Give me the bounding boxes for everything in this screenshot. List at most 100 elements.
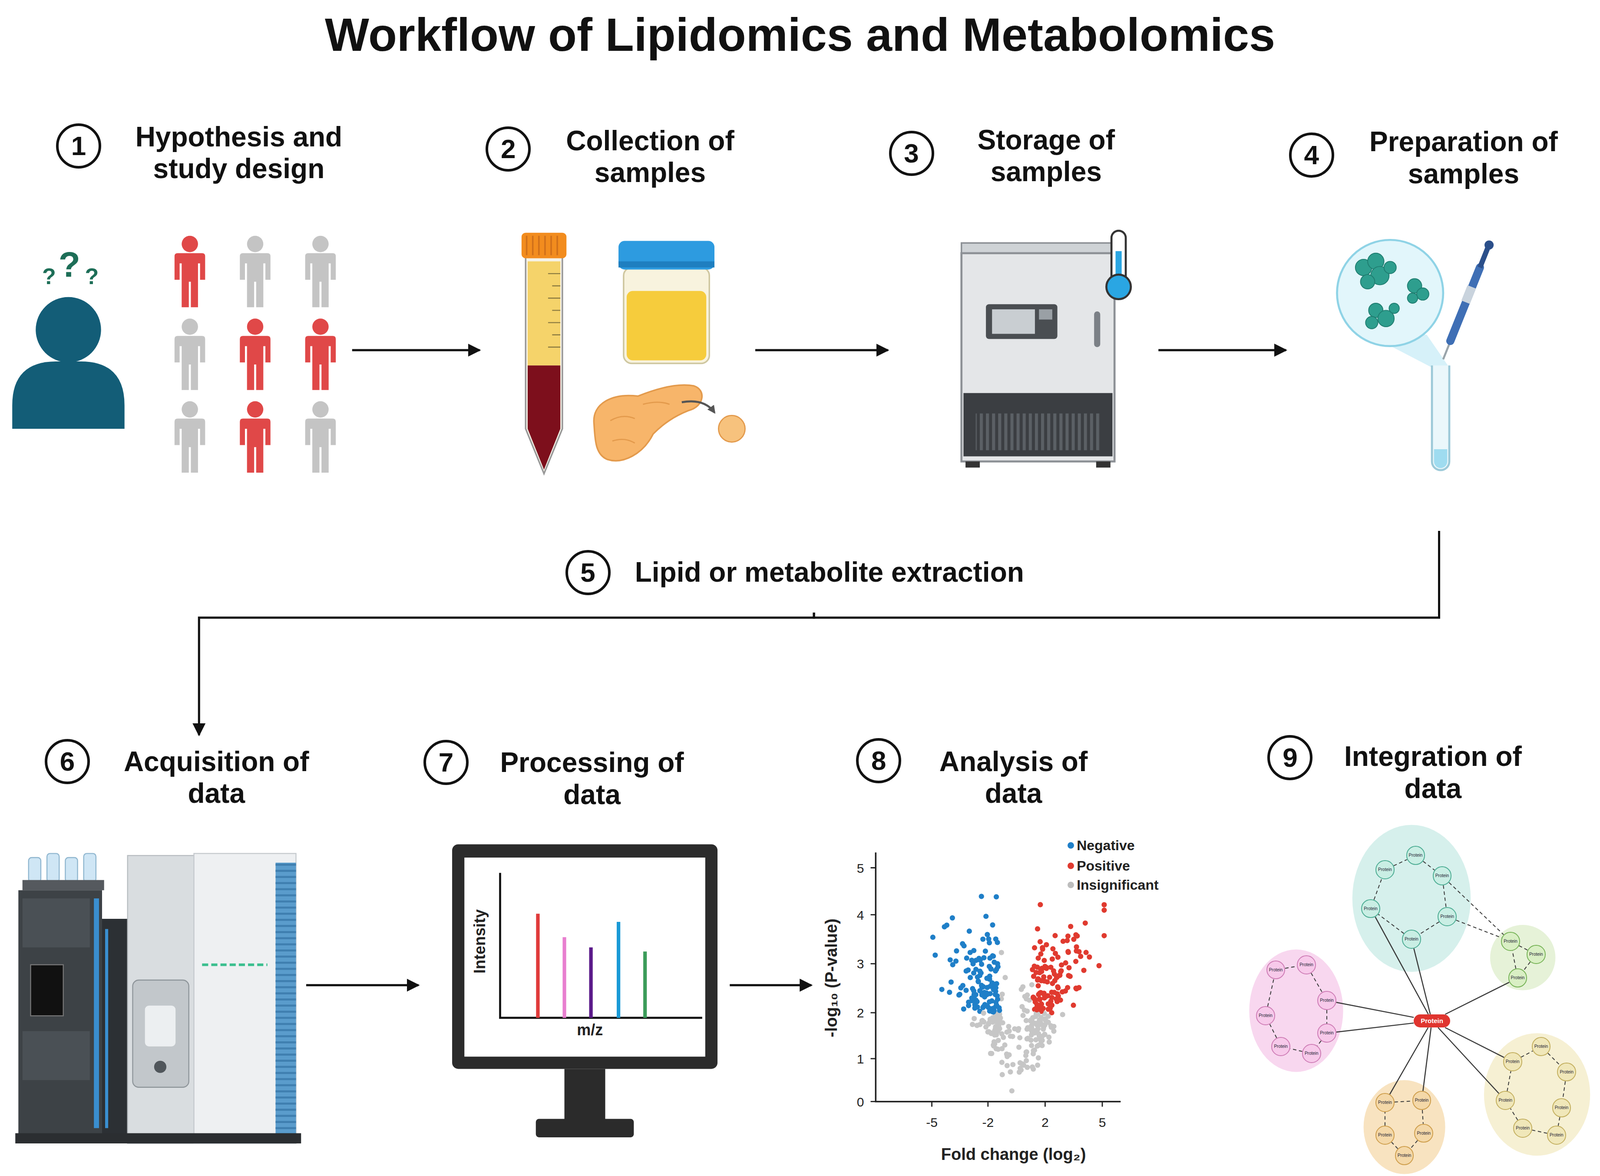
volcano-dot xyxy=(980,983,986,989)
researcher-icon xyxy=(12,361,125,429)
step-number: 4 xyxy=(1304,141,1320,169)
pancreas-tissue xyxy=(593,384,702,461)
volcano-dot xyxy=(930,934,936,940)
flow-arrow xyxy=(306,983,419,986)
protein-node: Protein xyxy=(1547,1125,1567,1145)
axis-label: -log₁₀ (P-value) xyxy=(822,918,841,1038)
network-cluster xyxy=(1352,824,1472,972)
volcano-dot xyxy=(982,948,989,954)
connectors xyxy=(198,350,1566,1149)
network-link xyxy=(1269,1024,1277,1038)
volcano-dot xyxy=(1034,1062,1041,1068)
volcano-dot xyxy=(1040,1026,1046,1032)
volcano-dot xyxy=(990,953,996,959)
volcano-dot xyxy=(1063,959,1069,966)
lc-ms-instrument xyxy=(28,857,41,882)
volcano-dot xyxy=(1101,907,1107,913)
volcano-dot xyxy=(989,998,995,1004)
volcano-dot xyxy=(967,949,973,955)
protein-label: Protein xyxy=(1435,873,1450,878)
volcano-dot xyxy=(1023,1049,1029,1055)
network-link xyxy=(1410,1140,1418,1149)
protein-label: Protein xyxy=(1559,1069,1574,1075)
volcano-dot xyxy=(1041,995,1048,1001)
pancreas-tissue xyxy=(718,415,745,442)
legend-row: Positive xyxy=(1067,857,1131,874)
volcano-dot xyxy=(1051,1028,1057,1034)
network-link xyxy=(1290,1048,1303,1052)
study-cohort xyxy=(239,401,271,473)
volcano-dot xyxy=(1083,949,1089,955)
sample-preparation xyxy=(1336,239,1494,470)
volcano-dot xyxy=(1051,1023,1057,1029)
volcano-dot xyxy=(992,991,998,997)
network-link xyxy=(1518,945,1528,950)
step-label: Integration of data xyxy=(1328,740,1538,805)
step-number: 1 xyxy=(71,132,86,160)
tick-label: 4 xyxy=(856,907,865,922)
volcano-dot xyxy=(1025,1035,1031,1041)
network-link xyxy=(1423,861,1435,870)
sample-preparation xyxy=(1479,247,1488,268)
volcano-dot xyxy=(1077,953,1084,959)
volcano-dot xyxy=(941,923,947,929)
step-node: 7Processing of data xyxy=(418,734,731,1149)
volcano-dot xyxy=(1034,977,1041,983)
volcano-dot xyxy=(1054,974,1060,980)
volcano-dot xyxy=(969,1021,976,1027)
urine-jar xyxy=(618,241,715,270)
hub-protein-node: Protein xyxy=(1413,1014,1451,1028)
blood-tube xyxy=(525,257,563,474)
lc-ms-instrument xyxy=(275,862,297,1139)
volcano-dot xyxy=(1035,955,1041,961)
protein-node: Protein xyxy=(1437,906,1457,926)
tick-label: 5 xyxy=(1098,1114,1107,1129)
freezer xyxy=(1096,461,1111,468)
volcano-dot xyxy=(995,1046,1001,1052)
volcano-dot xyxy=(1071,936,1077,942)
monitor xyxy=(535,1118,635,1138)
protein-label: Protein xyxy=(1554,1105,1569,1110)
freezer xyxy=(991,309,1035,334)
volcano-dot xyxy=(1049,980,1055,986)
lc-ms-instrument xyxy=(145,1005,176,1047)
volcano-dot xyxy=(971,1005,978,1011)
thermometer xyxy=(1106,230,1131,299)
thermometer xyxy=(1106,274,1131,299)
protein-label: Protein xyxy=(1273,1044,1288,1049)
network-link xyxy=(1507,1070,1511,1091)
volcano-dot xyxy=(1065,948,1071,954)
study-cohort xyxy=(305,401,337,473)
step-number: 3 xyxy=(903,139,919,167)
tick-label: 0 xyxy=(856,1094,865,1109)
study-cohort xyxy=(174,235,336,473)
blood-tube xyxy=(527,365,561,470)
volcano-dot xyxy=(1024,1008,1030,1014)
volcano-dot xyxy=(948,979,954,985)
study-cohort xyxy=(174,235,206,308)
volcano-dot xyxy=(1011,1025,1018,1032)
volcano-dot xyxy=(1050,945,1056,952)
protein-node: Protein xyxy=(1500,931,1521,951)
tick-label: 5 xyxy=(856,860,865,875)
volcano-dot xyxy=(992,981,998,987)
monitor xyxy=(562,936,566,1018)
lc-ms-instrument xyxy=(201,963,268,966)
volcano-dot xyxy=(1054,983,1061,989)
volcano-dot xyxy=(1029,1018,1035,1024)
network-link xyxy=(1444,1027,1505,1058)
volcano-dot xyxy=(974,1022,980,1028)
volcano-dot xyxy=(1055,954,1061,960)
protein-label: Protein xyxy=(1258,1013,1273,1018)
network-cluster xyxy=(1363,1079,1446,1174)
volcano-dot xyxy=(1049,956,1055,962)
monitor xyxy=(643,951,647,1018)
volcano-dot xyxy=(1039,944,1045,950)
network-link xyxy=(1448,882,1504,935)
protein-node: Protein xyxy=(1375,1092,1395,1112)
sample-preparation xyxy=(1450,267,1480,341)
protein-node: Protein xyxy=(1375,1125,1395,1145)
volcano-dot xyxy=(999,991,1005,997)
volcano-dot xyxy=(1060,1011,1066,1017)
freezer xyxy=(1094,311,1101,348)
